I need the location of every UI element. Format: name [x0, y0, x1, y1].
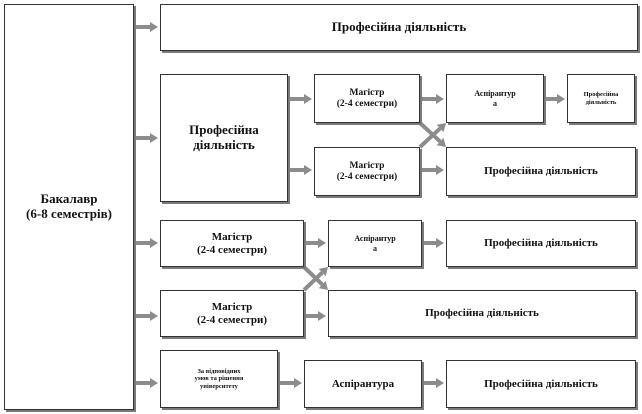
professional-activity-top-box: Професійна діяльність — [160, 4, 638, 51]
arrow-magister1-to-aspirantura1 — [422, 94, 444, 104]
professional-activity-small-box: Професійна діяльність — [567, 74, 635, 123]
professional-activity-row2-box: Професійна діяльність — [446, 147, 636, 196]
arrow-aspirantura2-to-prof-r3 — [424, 238, 444, 248]
arrow-bachelor-to-rules — [136, 378, 158, 388]
arrow-mid-to-magister1 — [290, 94, 312, 104]
aspirantura-box-1: Аспірантур а — [446, 74, 544, 123]
arrow-magister4-cross-to-aspirantura2 — [302, 267, 328, 292]
magister-box-1: Магістр (2-4 семестри) — [314, 74, 420, 123]
arrow-magister4-to-prof-r4 — [306, 311, 326, 321]
professional-activity-row4-box: Професійна діяльність — [328, 290, 636, 337]
arrow-bachelor-to-top — [136, 22, 158, 32]
professional-activity-mid-box: Професійна діяльність — [160, 74, 288, 202]
arrow-magister2-cross-to-aspirantura1 — [418, 123, 446, 149]
arrow-rules-to-aspirantura3 — [280, 378, 302, 388]
arrow-aspirantura3-to-prof-r5 — [424, 378, 444, 388]
bachelor-box: Бакалавр (6-8 семестрів) — [4, 4, 134, 410]
arrow-aspirantura1-to-prof-small — [546, 94, 565, 104]
magister-box-2: Магістр (2-4 семестри) — [314, 147, 420, 196]
aspirantura-box-3: Аспірантура — [304, 360, 422, 408]
arrow-bachelor-to-mid — [136, 133, 158, 143]
arrow-magister1-cross-to-prof-r2 — [418, 121, 446, 147]
aspirantura-box-2: Аспірантур а — [328, 220, 422, 267]
magister-box-4: Магістр (2-4 семестри) — [160, 290, 304, 337]
arrow-magister3-cross-to-prof-r4 — [302, 265, 328, 290]
professional-activity-row5-box: Професійна діяльність — [446, 360, 636, 408]
arrow-magister2-to-prof-r2 — [422, 165, 444, 175]
professional-activity-row3-box: Професійна діяльність — [446, 220, 636, 267]
arrow-magister3-to-aspirantura2 — [306, 238, 326, 248]
by-rules-box: За відповідних умов та рішення університ… — [160, 350, 278, 408]
arrow-mid-to-magister2 — [290, 165, 312, 175]
arrow-bachelor-to-magister3 — [136, 238, 158, 248]
arrow-bachelor-to-magister4 — [136, 311, 158, 321]
magister-box-3: Магістр (2-4 семестри) — [160, 220, 304, 267]
